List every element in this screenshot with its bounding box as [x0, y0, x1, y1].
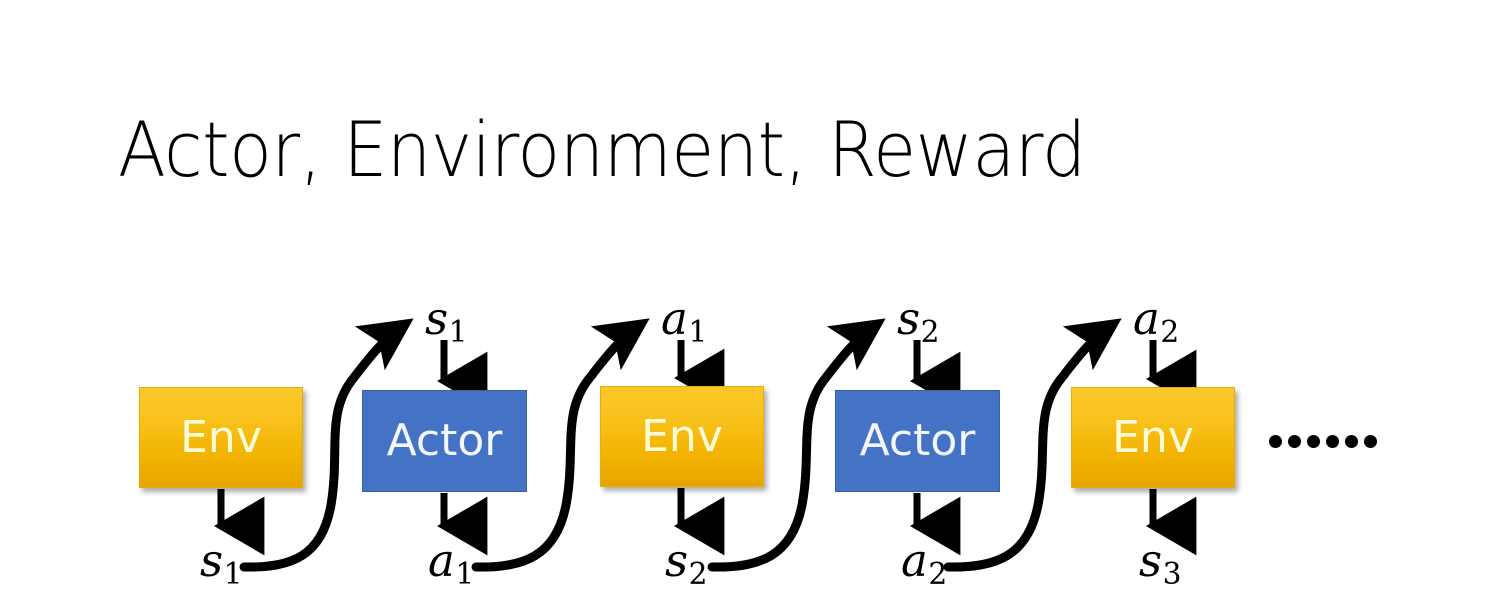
subscript: 3 — [1162, 557, 1182, 593]
subscript: 2 — [1160, 315, 1180, 351]
subscript: 2 — [688, 557, 708, 593]
subscript: 1 — [688, 315, 708, 351]
label-bottom-a2: a2 — [901, 538, 947, 590]
node-label: Actor — [859, 415, 976, 466]
symbol: a — [1133, 292, 1160, 345]
label-top-a1: a1 — [661, 296, 707, 348]
ellipsis-dot — [1326, 435, 1339, 448]
symbol: s — [1139, 534, 1163, 587]
symbol: s — [425, 292, 449, 345]
ellipsis-dot — [1345, 435, 1358, 448]
subscript: 2 — [928, 557, 948, 593]
page-title: Actor, Environment, Reward — [118, 105, 1086, 194]
node-label: Env — [180, 411, 262, 463]
ellipsis-dot — [1307, 435, 1320, 448]
symbol: a — [661, 292, 688, 345]
node-env-3[interactable]: Env — [1071, 387, 1235, 488]
ellipsis-dots — [1269, 435, 1377, 448]
symbol: a — [428, 534, 455, 587]
down-arrows-out-of-nodes — [213, 488, 1197, 556]
node-label: Actor — [386, 415, 503, 466]
subscript: 1 — [455, 557, 475, 593]
symbol: s — [897, 292, 921, 345]
subscript: 2 — [920, 315, 940, 351]
symbol: a — [901, 534, 928, 587]
node-actor-1[interactable]: Actor — [362, 390, 527, 492]
label-top-a2: a2 — [1133, 296, 1179, 348]
label-bottom-s1: s1 — [200, 538, 242, 590]
ellipsis-dot — [1364, 435, 1377, 448]
node-env-2[interactable]: Env — [600, 386, 764, 487]
label-bottom-a1: a1 — [428, 538, 474, 590]
label-bottom-s2: s2 — [665, 538, 707, 590]
node-label: Env — [641, 410, 723, 462]
symbol: s — [665, 534, 689, 587]
ellipsis-dot — [1288, 435, 1301, 448]
label-top-s1: s1 — [425, 296, 467, 348]
ellipsis-dot — [1269, 435, 1282, 448]
label-bottom-s3: s3 — [1139, 538, 1181, 590]
subscript: 1 — [448, 315, 468, 351]
node-label: Env — [1112, 411, 1194, 463]
node-actor-2[interactable]: Actor — [835, 390, 1000, 492]
symbol: s — [200, 534, 224, 587]
subscript: 1 — [223, 557, 243, 593]
down-arrows-into-nodes — [436, 340, 1197, 411]
node-env-1[interactable]: Env — [139, 387, 303, 488]
label-top-s2: s2 — [897, 296, 939, 348]
